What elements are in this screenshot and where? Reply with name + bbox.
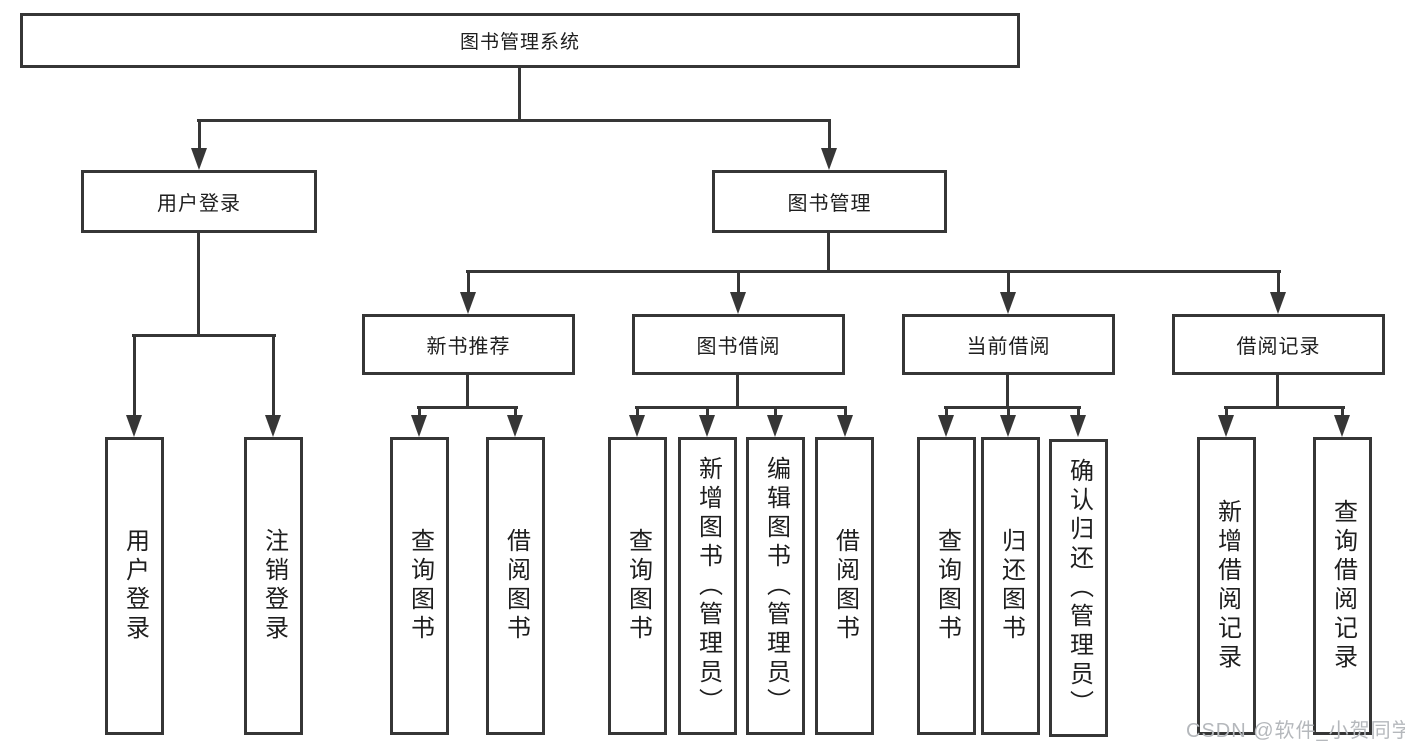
connector-line <box>466 375 469 409</box>
leaf-logout: 注销登录 <box>244 437 303 735</box>
node-new-book-recommendation: 新书推荐 <box>362 314 575 375</box>
connector-line <box>132 334 276 337</box>
leaf-query-books-recommend: 查询图书 <box>390 437 449 735</box>
node-current-borrowing: 当前借阅 <box>902 314 1115 375</box>
leaf-query-books-current: 查询图书 <box>917 437 976 735</box>
connector-line <box>197 119 831 122</box>
connector-line <box>417 406 518 409</box>
node-library-management-system: 图书管理系统 <box>20 13 1020 68</box>
node-book-borrowing: 图书借阅 <box>632 314 845 375</box>
connector-line <box>466 270 1281 273</box>
node-user-login: 用户登录 <box>81 170 317 233</box>
arrow-down-icon <box>767 406 783 437</box>
arrow-down-icon <box>699 406 715 437</box>
leaf-add-borrow-record: 新增借阅记录 <box>1197 437 1256 735</box>
leaf-query-borrow-record: 查询借阅记录 <box>1313 437 1372 735</box>
watermark: CSDN @软件_小贺同学 <box>1186 720 1405 742</box>
arrow-down-icon <box>938 406 954 437</box>
connector-line <box>197 233 200 337</box>
leaf-borrow-books-recommend: 借阅图书 <box>486 437 545 735</box>
arrow-down-icon <box>1334 406 1350 437</box>
arrow-down-icon <box>1070 406 1086 437</box>
connector-line <box>736 375 739 409</box>
arrow-down-icon <box>1270 270 1286 314</box>
leaf-query-books-borrowing: 查询图书 <box>608 437 667 735</box>
node-book-management: 图书管理 <box>712 170 947 233</box>
arrow-down-icon <box>411 406 427 437</box>
connector-line <box>1224 406 1345 409</box>
arrow-down-icon <box>837 406 853 437</box>
arrow-down-icon <box>460 270 476 314</box>
leaf-borrow-books-borrowing: 借阅图书 <box>815 437 874 735</box>
connector-line <box>1006 375 1009 409</box>
arrow-down-icon <box>821 119 837 170</box>
connector-line <box>635 406 847 409</box>
arrow-down-icon <box>265 334 281 437</box>
leaf-return-books: 归还图书 <box>981 437 1040 735</box>
arrow-down-icon <box>507 406 523 437</box>
leaf-edit-book-admin: 编辑图书（管理员） <box>746 437 805 735</box>
arrow-down-icon <box>191 119 207 170</box>
arrow-down-icon <box>629 406 645 437</box>
leaf-user-login: 用户登录 <box>105 437 164 735</box>
arrow-down-icon <box>126 334 142 437</box>
connector-line <box>518 68 521 121</box>
leaf-add-book-admin: 新增图书（管理员） <box>678 437 737 735</box>
leaf-confirm-return-admin: 确认归还（管理员） <box>1049 439 1108 737</box>
arrow-down-icon <box>730 270 746 314</box>
connector-line <box>1276 375 1279 409</box>
arrow-down-icon <box>1000 270 1016 314</box>
arrow-down-icon <box>1218 406 1234 437</box>
connector-line <box>827 233 830 273</box>
connector-line <box>944 406 1081 409</box>
arrow-down-icon <box>1000 406 1016 437</box>
node-borrowing-records: 借阅记录 <box>1172 314 1385 375</box>
